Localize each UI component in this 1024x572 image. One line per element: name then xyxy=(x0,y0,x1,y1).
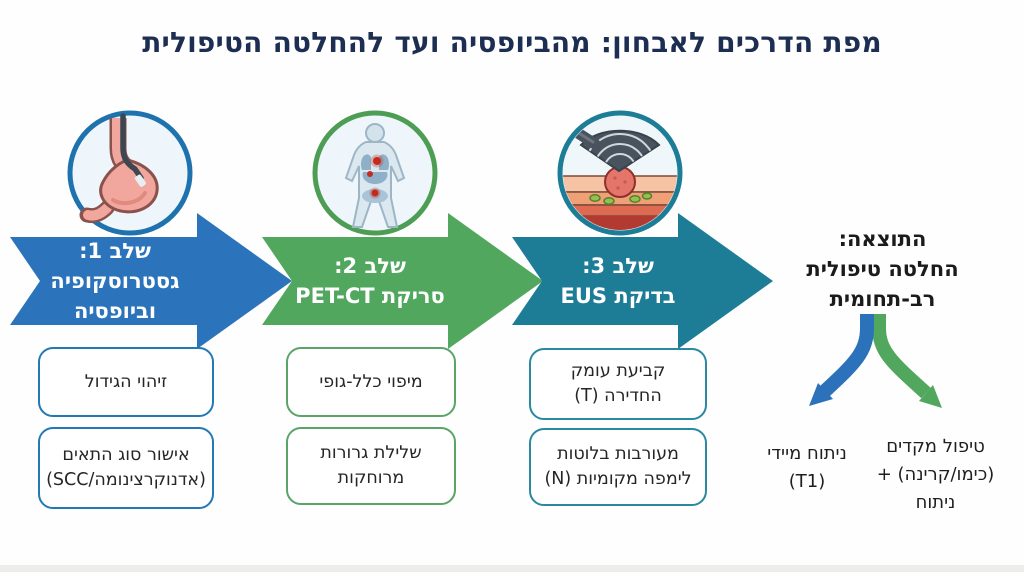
stage-2-box-rule-out-metastases: שלילת גרורות מרוחקות xyxy=(286,427,456,505)
stage-2-box-whole-body-mapping: מיפוי כלל-גופי xyxy=(286,347,456,417)
stage-3-box-penetration-depth: קביעת עומק החדירה (T) xyxy=(529,348,707,420)
stage-2-arrow-label: שלב 2: סריקת PET-CT xyxy=(295,254,445,308)
stage-1-box-cell-type-confirmation: אישור סוג התאים (אדנוקרצינומה/SCC) xyxy=(38,427,214,509)
stage-1-arrow-label: שלב 1: גסטרוסקופיה וביופסיה xyxy=(50,239,180,323)
result-title: התוצאה: החלטה טיפולית רב-תחומית xyxy=(806,227,959,311)
stage-2-arrow xyxy=(262,213,543,349)
branch-immediate-surgery-label: ניתוח מיידי (T1) xyxy=(767,443,847,492)
stage-3-arrow xyxy=(512,213,773,349)
gastroscopy-stomach-icon xyxy=(65,108,195,238)
page-title: מפת הדרכים לאבחון: מהביופסיה ועד להחלטה … xyxy=(142,26,882,59)
pet-ct-body-scan-icon xyxy=(310,108,440,238)
fork-arrows xyxy=(809,314,942,408)
stage-3-arrow-label: שלב 3: בדיקת EUS xyxy=(560,254,676,308)
bottom-edge-strip xyxy=(0,565,1024,572)
eus-ultrasound-icon xyxy=(555,108,685,238)
stage-1-arrow xyxy=(10,213,292,349)
stage-3-box-lymph-node-involvement: מעורבות בלוטות לימפה מקומיות (N) xyxy=(529,428,707,506)
stage-1-box-tumor-identification: זיהוי הגידול xyxy=(38,347,214,417)
branch-neoadjuvant-treatment-label: טיפול מקדים (כימו/קרינה) + ניתוח xyxy=(876,436,995,513)
